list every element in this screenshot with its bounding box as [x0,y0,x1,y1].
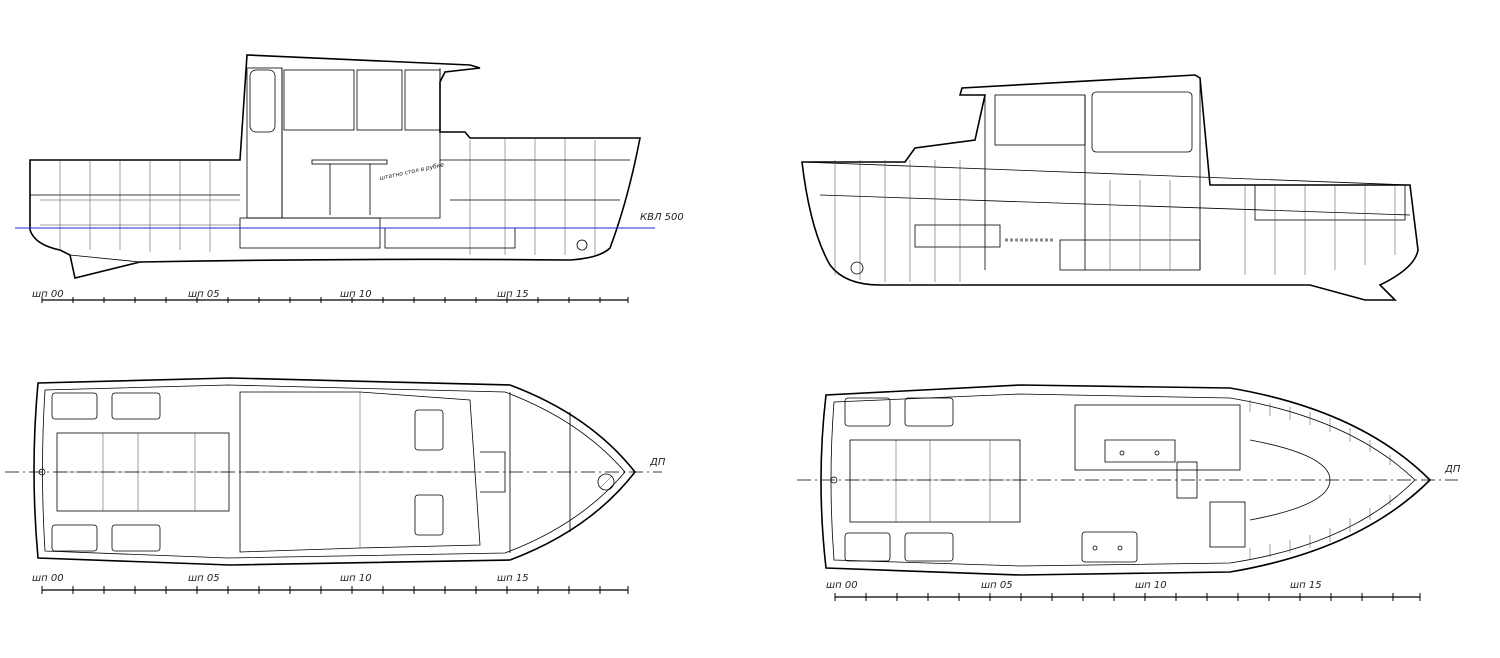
plan-right-frame-label-15: шп 15 [1290,580,1322,591]
frame-label-00: шп 00 [32,289,64,300]
centerline-label-right: ДП [1444,464,1461,475]
frame-label-15: шп 15 [497,289,529,300]
plan-view-left: ДП [5,377,666,566]
plan-left-frame-label-00: шп 00 [32,573,64,584]
plan-right-frame-label-10: шп 10 [1135,580,1167,591]
plan-left-frame-label-15: шп 15 [497,573,529,584]
frame-label-10: шп 10 [340,289,372,300]
plan-right-frame-label-00: шп 00 [826,580,858,591]
frame-label-05: шп 05 [188,289,220,300]
plan-right-frame-label-05: шп 05 [981,580,1013,591]
plan-left-frame-label-10: шп 10 [340,573,372,584]
profile-view-left: КВЛ 500 штатно стол в рубке [15,54,684,279]
centerline-label-left: ДП [649,457,666,468]
frame-scale-top-left: шп 00 шп 05 шп 10 шп 15 [32,289,629,303]
frame-scale-bottom-right: шп 00 шп 05 шп 10 шп 15 [826,580,1421,601]
plan-left-frame-label-05: шп 05 [188,573,220,584]
frame-scale-bottom-left: шп 00 шп 05 шп 10 шп 15 [32,573,629,594]
plan-view-right: ДП [797,384,1461,576]
table-note: штатно стол в рубке [379,161,445,182]
profile-view-right [801,74,1419,301]
waterline-label: КВЛ 500 [640,212,684,223]
